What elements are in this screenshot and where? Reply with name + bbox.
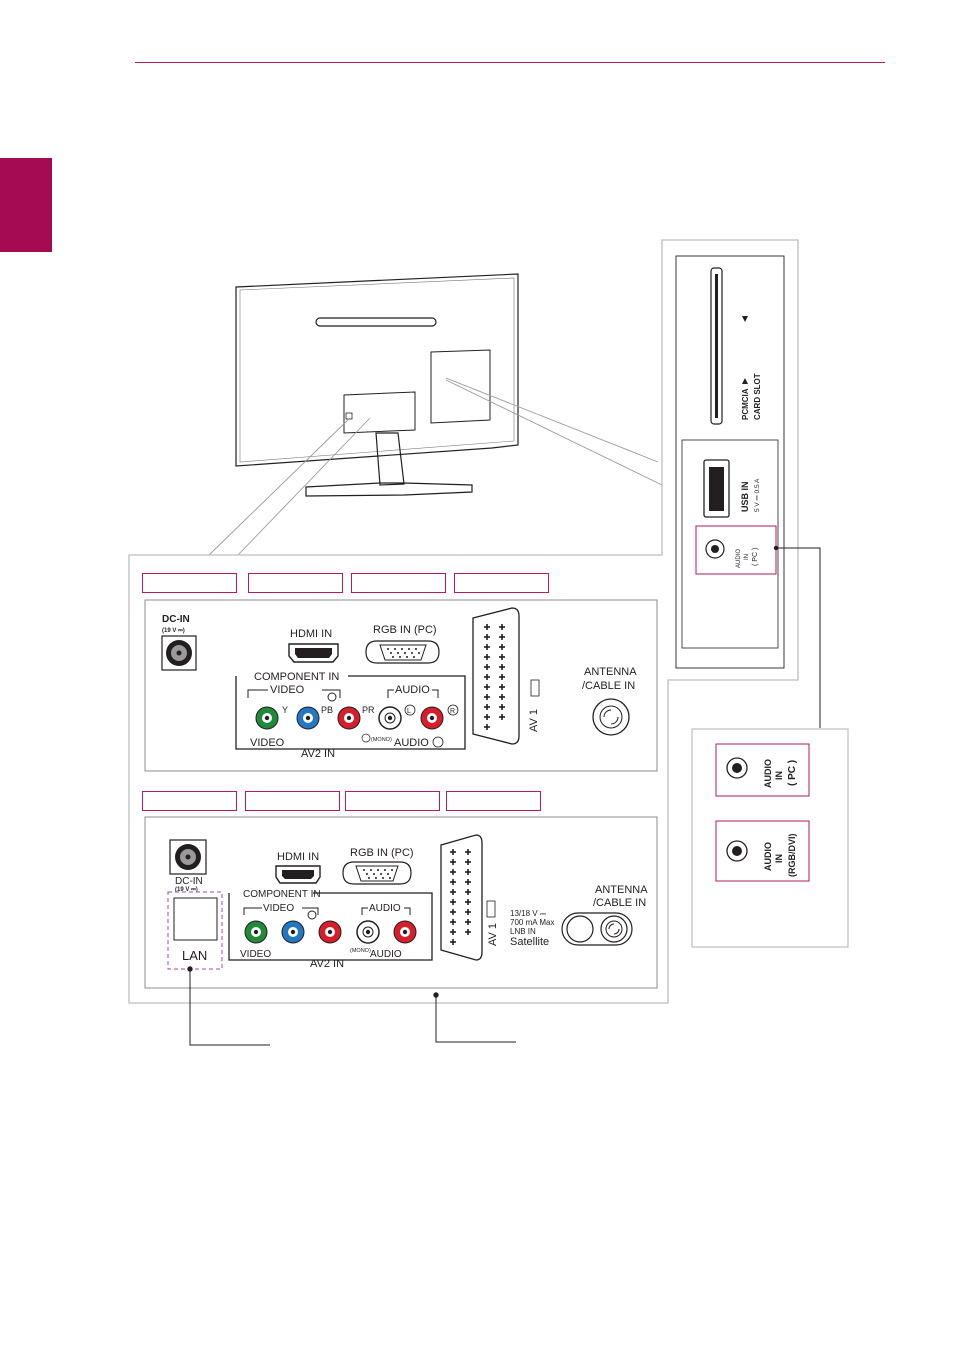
svg-text:AUDIO: AUDIO: [369, 903, 401, 914]
svg-text:RGB IN (PC): RGB IN (PC): [350, 847, 414, 859]
side-panel: PCMCIA CARD SLOT USB IN 5 V ⎓ 0.5 A AUDI…: [128, 239, 821, 1004]
svg-text:AV 1: AV 1: [528, 709, 540, 732]
usb-label: USB IN: [740, 481, 750, 512]
model-label-box: [248, 573, 343, 593]
svg-text:AV2 IN: AV2 IN: [310, 958, 344, 970]
svg-text:AUDIO: AUDIO: [763, 842, 773, 871]
rear-panel-b: DC-IN (19 V ⎓) LAN HDMI IN RGB IN (PC) C…: [144, 816, 658, 989]
svg-text:DC-IN: DC-IN: [175, 876, 203, 887]
svg-text:IN: IN: [774, 771, 784, 780]
svg-text:( PC ): ( PC ): [787, 760, 798, 786]
svg-text:LNB IN: LNB IN: [510, 927, 536, 936]
svg-text:L: L: [407, 708, 411, 715]
svg-text:Satellite: Satellite: [510, 936, 549, 948]
usb-port: [703, 459, 730, 518]
svg-text:Y: Y: [282, 705, 288, 715]
svg-text:VIDEO: VIDEO: [250, 737, 285, 749]
svg-text:HDMI IN: HDMI IN: [277, 851, 319, 863]
model-label-box: [351, 573, 446, 593]
svg-text:IN: IN: [744, 554, 750, 560]
svg-text:AUDIO: AUDIO: [394, 737, 429, 749]
pcmcia-slot: [710, 267, 723, 425]
tv-rear-illustration: [235, 273, 519, 497]
card-slot-label: CARD SLOT: [753, 373, 762, 420]
svg-text:/CABLE IN: /CABLE IN: [582, 680, 635, 692]
model-label-box: [454, 573, 549, 593]
model-label-box: [446, 791, 541, 811]
svg-text:(19 V ⎓): (19 V ⎓): [175, 887, 198, 893]
svg-text:PB: PB: [321, 705, 333, 715]
model-label-box: [142, 791, 237, 811]
svg-text:HDMI IN: HDMI IN: [290, 628, 332, 640]
svg-text:/CABLE IN: /CABLE IN: [593, 897, 646, 909]
pcmcia-label: PCMCIA: [741, 388, 750, 420]
svg-text:VIDEO: VIDEO: [240, 949, 271, 960]
leader-lines: [208, 377, 663, 556]
svg-text:IN: IN: [774, 854, 784, 863]
model-label-box: [345, 791, 440, 811]
svg-text:AUDIO: AUDIO: [370, 949, 402, 960]
svg-text:AUDIO: AUDIO: [736, 549, 742, 568]
svg-text:AV2 IN: AV2 IN: [301, 748, 335, 760]
svg-text:AUDIO: AUDIO: [395, 684, 430, 696]
svg-text:AV 1: AV 1: [487, 923, 499, 946]
svg-text:700 mA Max: 700 mA Max: [510, 918, 554, 927]
header-rule: [135, 62, 885, 63]
rear-panel-a: DC-IN (19 V ⎓) HDMI IN RGB IN (PC) COMPO…: [144, 599, 658, 772]
svg-text:RGB IN (PC): RGB IN (PC): [373, 624, 437, 636]
svg-text:VIDEO: VIDEO: [270, 684, 305, 696]
svg-text:(MONO): (MONO): [371, 737, 392, 743]
svg-text:LAN: LAN: [182, 948, 207, 963]
svg-text:ANTENNA: ANTENNA: [584, 666, 637, 678]
model-label-box: [245, 791, 340, 811]
svg-text:(19 V ⎓): (19 V ⎓): [162, 628, 185, 634]
svg-text:COMPONENT IN: COMPONENT IN: [254, 671, 339, 683]
model-label-box: [142, 573, 237, 593]
svg-text:ANTENNA: ANTENNA: [595, 884, 648, 896]
svg-text:13/18 V ⎓: 13/18 V ⎓: [510, 909, 547, 918]
svg-text:PR: PR: [362, 705, 375, 715]
svg-text:(MONO): (MONO): [350, 948, 371, 954]
svg-text:( PC ): ( PC ): [752, 548, 759, 566]
svg-text:VIDEO: VIDEO: [263, 903, 294, 914]
svg-text:DC-IN: DC-IN: [162, 614, 190, 625]
svg-text:R: R: [450, 708, 455, 715]
language-tab: [0, 158, 52, 252]
bottom-callouts: [187, 966, 516, 1046]
usb-spec: 5 V ⎓ 0.5 A: [754, 478, 761, 512]
svg-text:AUDIO: AUDIO: [763, 759, 773, 788]
svg-text:COMPONENT IN: COMPONENT IN: [243, 889, 321, 900]
svg-text:(RGB/DVI): (RGB/DVI): [787, 834, 797, 878]
audio-variant-panel: AUDIO IN ( PC ) AUDIO IN (RGB/DVI): [691, 728, 849, 948]
